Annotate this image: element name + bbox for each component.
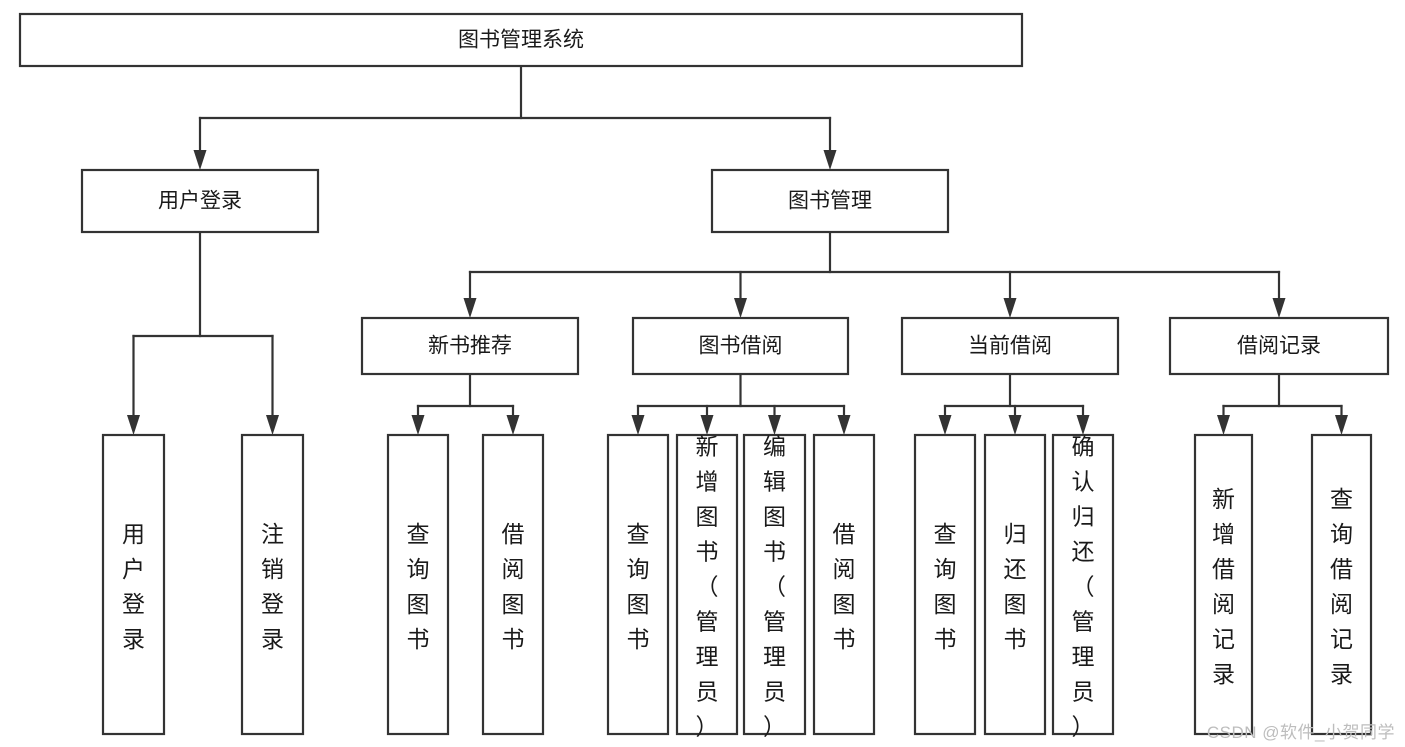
node-leaf-query-book-1[interactable]: 查询图书 [386,433,450,736]
node-label: 确认归还（管理员） [1072,433,1095,739]
connector-group-root [193,64,837,170]
node-box [631,316,850,376]
node-label: 查询图书 [407,521,430,652]
arrow-head-icon [1008,415,1022,435]
node-label: 注销登录 [261,521,284,652]
node-current-borrow[interactable]: 当前借阅 [900,316,1120,376]
node-leaf-borrow-book-2[interactable]: 借阅图书 [812,433,876,736]
node-label: 图书借阅 [699,335,783,358]
arrow-head-icon [411,415,425,435]
arrow-head-icon [1217,415,1230,435]
node-box [1310,433,1373,736]
node-label: 查询借阅记录 [1330,486,1353,687]
node-box [240,433,305,736]
node-leaf-query-book-2[interactable]: 查询图书 [606,433,670,736]
connector-group-borrow-record [1217,372,1348,435]
connector-layer [127,64,1348,435]
node-label: 归还图书 [1004,521,1027,652]
arrow-head-icon [127,415,140,435]
node-new-book-recommend[interactable]: 新书推荐 [360,316,580,376]
node-box [101,433,166,736]
arrow-head-icon [1272,298,1286,318]
node-box [360,316,580,376]
node-leaf-borrow-book-1[interactable]: 借阅图书 [481,433,545,736]
node-leaf-add-book-admin[interactable]: 新增图书（管理员） [675,433,739,739]
node-box [18,12,1024,68]
node-box [710,168,950,234]
node-box [80,168,320,234]
arrow-head-icon [938,415,952,435]
arrow-head-icon [700,415,714,435]
node-box [675,433,739,736]
node-label: 图书管理 [788,190,872,213]
arrow-head-icon [506,415,520,435]
node-book-borrow[interactable]: 图书借阅 [631,316,850,376]
node-box [1051,433,1115,736]
node-leaf-confirm-return-admin[interactable]: 确认归还（管理员） [1051,433,1115,739]
node-label: 新增借阅记录 [1212,486,1235,687]
node-box [900,316,1120,376]
node-leaf-add-borrow-record[interactable]: 新增借阅记录 [1193,433,1254,736]
connector-group-current-borrow [938,372,1090,435]
node-box [386,433,450,736]
node-label: 当前借阅 [968,335,1052,358]
node-box [983,433,1047,736]
connector-group-user-login [127,230,279,435]
arrow-head-icon [837,415,851,435]
node-user-login[interactable]: 用户登录 [80,168,320,234]
node-leaf-return-book[interactable]: 归还图书 [983,433,1047,736]
node-label: 新增图书（管理员） [696,433,719,739]
connector-group-book-manage [463,230,1286,318]
node-label: 借阅图书 [502,521,525,652]
arrow-head-icon [1335,415,1348,435]
node-label: 用户登录 [122,521,145,652]
node-box [1193,433,1254,736]
arrow-head-icon [266,415,279,435]
node-borrow-record[interactable]: 借阅记录 [1168,316,1390,376]
node-root[interactable]: 图书管理系统 [18,12,1024,68]
node-box [812,433,876,736]
node-box [1168,316,1390,376]
node-label: 查询图书 [627,521,650,652]
node-label: 用户登录 [158,190,242,213]
node-label: 图书管理系统 [458,29,584,52]
node-leaf-logout-login[interactable]: 注销登录 [240,433,305,736]
arrow-head-icon [734,298,747,318]
node-leaf-query-book-3[interactable]: 查询图书 [913,433,977,736]
node-box [913,433,977,736]
arrow-head-icon [1003,298,1017,318]
node-label: 查询图书 [934,521,957,652]
node-box [606,433,670,736]
node-leaf-edit-book-admin[interactable]: 编辑图书（管理员） [742,433,807,739]
node-leaf-query-borrow-record[interactable]: 查询借阅记录 [1310,433,1373,736]
node-layer: 图书管理系统用户登录图书管理新书推荐图书借阅当前借阅借阅记录用户登录注销登录查询… [18,12,1390,739]
arrow-head-icon [768,415,781,435]
arrow-head-icon [463,298,477,318]
arrow-head-icon [193,150,207,170]
node-box [742,433,807,736]
node-label: 编辑图书（管理员） [763,433,786,739]
node-leaf-user-login[interactable]: 用户登录 [101,433,166,736]
node-book-manage[interactable]: 图书管理 [710,168,950,234]
connector-group-new-book-recommend [411,372,520,435]
node-box [481,433,545,736]
arrow-head-icon [1076,415,1090,435]
node-label: 新书推荐 [428,335,512,358]
arrow-head-icon [823,150,837,170]
arrow-head-icon [631,415,645,435]
node-label: 借阅图书 [833,521,856,652]
node-label: 借阅记录 [1237,335,1321,358]
connector-group-book-borrow [631,372,851,435]
